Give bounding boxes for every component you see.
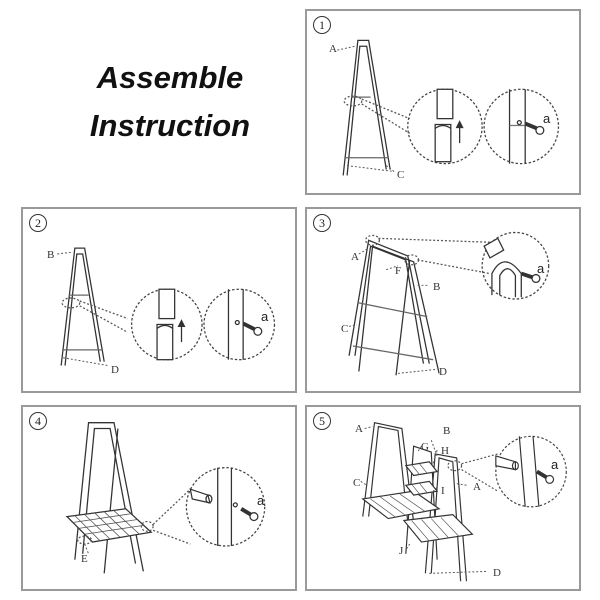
label-screw-a: a xyxy=(261,309,269,324)
label-c: C xyxy=(341,323,349,335)
step-1-drawing xyxy=(337,39,560,176)
step-number-1: 1 xyxy=(313,16,331,34)
step-3-panel: 3 A F B C D a xyxy=(305,207,581,393)
label-c: C xyxy=(397,169,405,181)
step-5-panel: 5 A B G H C I A J D a xyxy=(305,405,581,591)
label-a: A xyxy=(329,43,337,55)
label-b: B xyxy=(443,425,451,437)
step-4-panel: 4 E a xyxy=(21,405,297,591)
label-screw-a: a xyxy=(537,261,545,276)
label-i: I xyxy=(441,485,445,497)
label-b: B xyxy=(433,281,441,293)
label-j: J xyxy=(399,545,404,557)
label-a: A xyxy=(351,251,359,263)
label-c: C xyxy=(353,477,361,489)
label-screw-a: a xyxy=(551,457,559,472)
step-4-drawing xyxy=(65,422,266,574)
label-d: D xyxy=(111,364,119,376)
label-g: G xyxy=(421,441,429,453)
label-d: D xyxy=(439,366,447,378)
label-a-right: A xyxy=(473,481,481,493)
label-screw-a: a xyxy=(543,111,551,126)
label-b: B xyxy=(47,249,55,261)
step-3-drawing xyxy=(348,231,550,376)
label-f: F xyxy=(395,265,402,277)
step-number-2: 2 xyxy=(29,214,47,232)
step-number-5: 5 xyxy=(313,412,331,430)
step-number-3: 3 xyxy=(313,214,331,232)
title-line-1: Assemble xyxy=(96,60,244,95)
label-screw-a: a xyxy=(257,493,265,508)
step-2-drawing xyxy=(57,247,276,367)
step-number-4: 4 xyxy=(29,412,47,430)
label-a: A xyxy=(355,423,363,435)
step-2-panel: 2 B D a xyxy=(21,207,297,393)
step-5-drawing xyxy=(360,421,567,582)
label-h: H xyxy=(441,445,449,457)
title-line-2: Instruction xyxy=(89,108,251,143)
step-1-panel: 1 A C a xyxy=(305,9,581,195)
label-d: D xyxy=(493,567,501,579)
label-e: E xyxy=(81,553,88,565)
